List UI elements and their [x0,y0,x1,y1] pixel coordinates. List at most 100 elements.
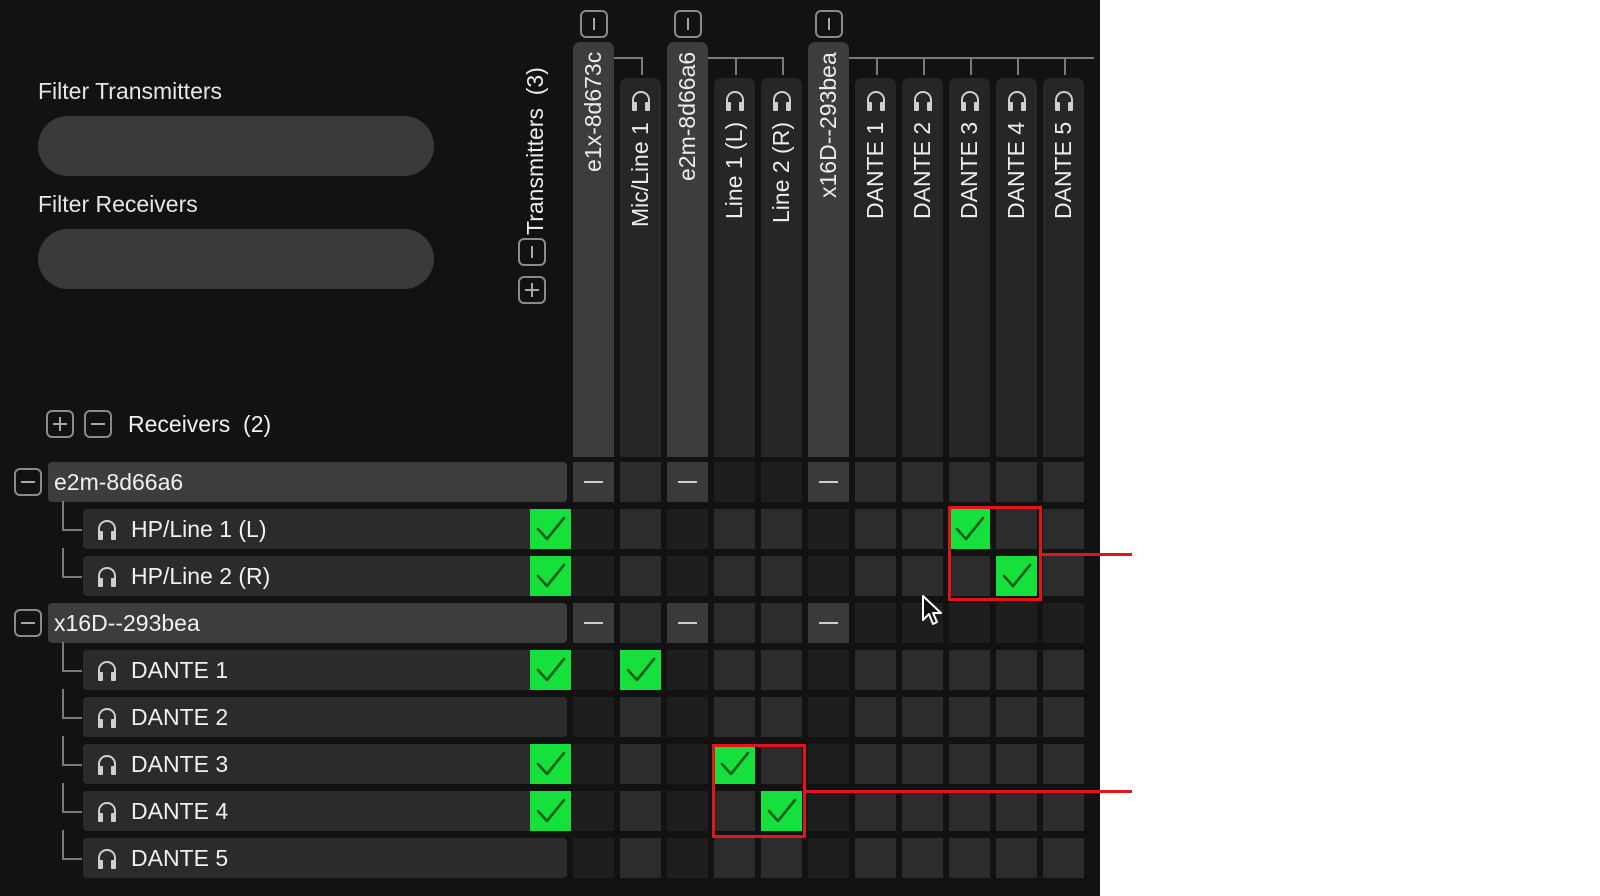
route-cell[interactable] [949,697,990,737]
route-cell[interactable] [573,791,614,831]
route-cell[interactable] [761,603,802,643]
route-cell[interactable] [996,603,1037,643]
route-cell[interactable] [949,462,990,502]
route-cell[interactable] [1043,556,1084,596]
route-cell[interactable] [761,509,802,549]
route-cell[interactable] [573,697,614,737]
route-cell[interactable] [667,791,708,831]
route-cell[interactable] [949,791,990,831]
route-cell[interactable] [855,462,896,502]
route-cell[interactable] [667,838,708,878]
route-cell[interactable] [620,791,661,831]
tx-column-6[interactable] [855,78,896,457]
route-cell[interactable] [808,791,849,831]
route-cell[interactable] [620,744,661,784]
transmitters-expand-all-button[interactable] [518,276,546,304]
rx-channel-row-7[interactable] [83,791,567,831]
route-cell[interactable] [808,697,849,737]
route-cell[interactable] [620,509,661,549]
route-cell[interactable] [620,697,661,737]
receivers-collapse-all-button[interactable] [84,410,112,438]
route-cell[interactable] [667,744,708,784]
route-cell[interactable] [949,650,990,690]
route-cell[interactable] [761,838,802,878]
route-cell[interactable] [855,697,896,737]
route-cell[interactable] [855,509,896,549]
route-cell[interactable] [1043,697,1084,737]
tx-device-toggle-2[interactable] [674,10,702,38]
route-cell[interactable] [996,791,1037,831]
route-cell[interactable] [855,791,896,831]
route-cell[interactable] [1043,603,1084,643]
tx-device-toggle-5[interactable] [815,10,843,38]
route-cell[interactable] [714,650,755,690]
route-cell[interactable] [902,509,943,549]
route-cell[interactable] [996,509,1037,549]
route-cell[interactable] [620,556,661,596]
rx-device-row-3[interactable] [48,603,567,643]
route-cell[interactable] [714,744,755,784]
rx-device-row-0[interactable] [48,462,567,502]
tx-column-1[interactable] [620,78,661,457]
route-cell[interactable] [714,462,755,502]
route-cell[interactable] [855,650,896,690]
route-cell[interactable] [573,462,614,502]
tx-column-2[interactable] [667,42,708,457]
route-cell[interactable] [1043,838,1084,878]
tx-column-5[interactable] [808,42,849,457]
route-cell[interactable] [1043,791,1084,831]
route-cell[interactable] [808,556,849,596]
route-cell[interactable] [996,650,1037,690]
route-cell[interactable] [667,509,708,549]
rx-channel-row-4[interactable] [83,650,567,690]
route-cell[interactable] [573,838,614,878]
tx-column-7[interactable] [902,78,943,457]
route-cell[interactable] [714,791,755,831]
route-cell[interactable] [855,603,896,643]
route-cell[interactable] [996,556,1037,596]
tx-column-3[interactable] [714,78,755,457]
tx-column-10[interactable] [1043,78,1084,457]
route-cell[interactable] [996,697,1037,737]
route-cell[interactable] [573,509,614,549]
route-cell[interactable] [761,650,802,690]
tx-column-0[interactable] [573,42,614,457]
route-cell[interactable] [620,462,661,502]
route-cell[interactable] [808,509,849,549]
route-cell[interactable] [902,650,943,690]
route-cell[interactable] [902,791,943,831]
route-cell[interactable] [902,556,943,596]
route-cell[interactable] [855,744,896,784]
route-cell[interactable] [573,744,614,784]
route-cell[interactable] [808,744,849,784]
route-cell[interactable] [902,744,943,784]
route-cell[interactable] [1043,462,1084,502]
tx-column-4[interactable] [761,78,802,457]
route-cell[interactable] [996,838,1037,878]
route-cell[interactable] [667,462,708,502]
route-cell[interactable] [761,556,802,596]
route-cell[interactable] [761,462,802,502]
route-cell[interactable] [855,838,896,878]
route-cell[interactable] [667,650,708,690]
route-cell[interactable] [573,603,614,643]
filter-receivers-input[interactable] [38,229,434,289]
route-cell[interactable] [714,697,755,737]
route-cell[interactable] [714,603,755,643]
route-cell[interactable] [667,556,708,596]
route-cell[interactable] [714,556,755,596]
rx-channel-row-6[interactable] [83,744,567,784]
rx-device-collapse-0[interactable] [14,468,42,496]
route-cell[interactable] [714,838,755,878]
route-cell[interactable] [808,838,849,878]
route-cell[interactable] [620,838,661,878]
rx-channel-row-8[interactable] [83,838,567,878]
route-cell[interactable] [808,650,849,690]
route-cell[interactable] [714,509,755,549]
route-cell[interactable] [1043,744,1084,784]
route-cell[interactable] [761,744,802,784]
route-cell[interactable] [1043,650,1084,690]
route-cell[interactable] [573,650,614,690]
route-cell[interactable] [808,603,849,643]
route-cell[interactable] [949,744,990,784]
